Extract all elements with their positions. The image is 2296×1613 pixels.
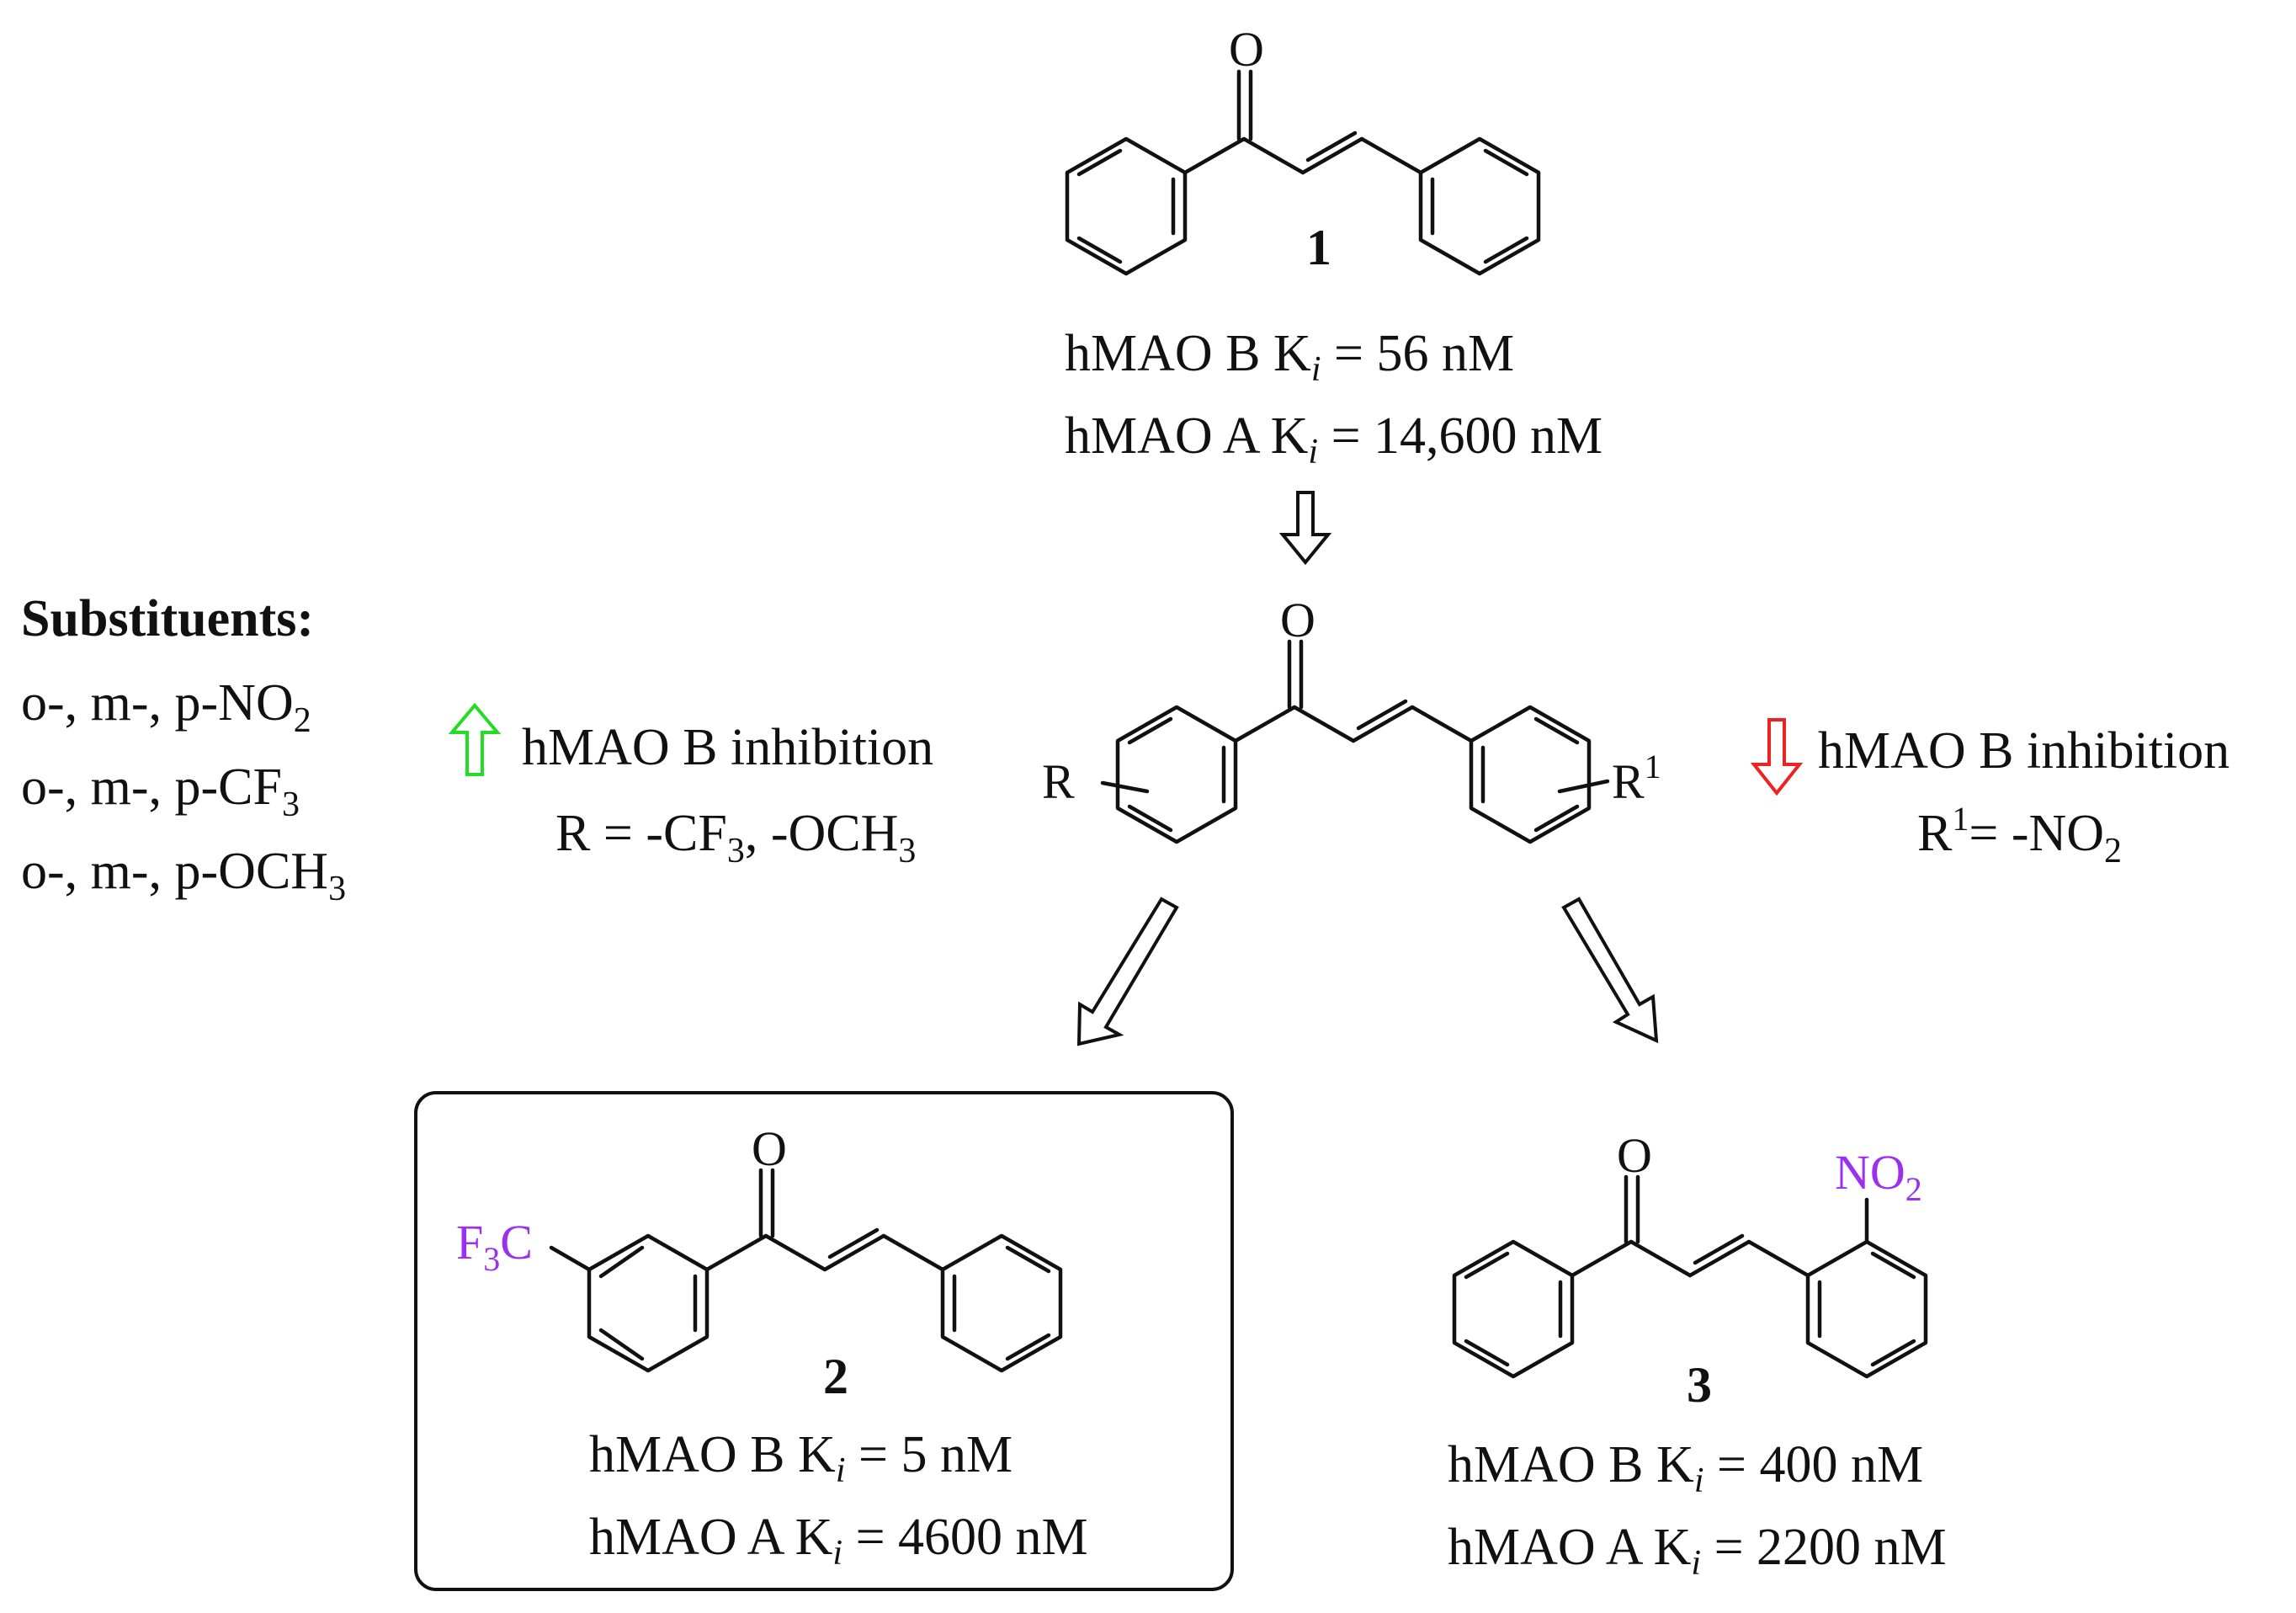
general-oxygen: O — [1280, 593, 1315, 647]
general-chalcone-structure: O — [1100, 593, 1610, 844]
compound-3-nitro: NO2 — [1835, 1145, 1922, 1208]
compound-3-structure: O — [1452, 1128, 1928, 1379]
general-ring-left — [1115, 705, 1238, 844]
compound-1-oxygen: O — [1229, 22, 1264, 77]
right-effect-title: hMAO B inhibition — [1818, 722, 2230, 780]
arrow-to-compound-3-icon — [1561, 897, 1659, 1044]
compound-1-ring-right — [1418, 136, 1541, 276]
left-effect-title: hMAO B inhibition — [522, 719, 933, 776]
r-group-label: R — [1042, 754, 1075, 809]
compound-2-trifluoromethyl: F3C — [456, 1215, 533, 1278]
substituent-row-trifluoromethyl: o-, m-, p-CF3 — [21, 759, 300, 824]
compound-2-ring-left — [587, 1233, 710, 1373]
r1-group-label: R1 — [1612, 748, 1661, 809]
down-arrow-icon — [1278, 491, 1332, 566]
compound-1-mao-b: hMAO B Ki = 56 nM — [1065, 325, 1514, 389]
compound-2-ring-right — [940, 1233, 1063, 1373]
compound-3-ring-right — [1805, 1239, 1928, 1379]
decrease-arrow-icon — [1750, 718, 1804, 796]
compound-3-mao-b: hMAO B Ki = 400 nM — [1448, 1436, 1923, 1500]
right-effect-groups: R1= -NO2 — [1917, 800, 2122, 870]
compound-1-structure: O — [1065, 22, 1541, 276]
highlight-box-compound-2 — [414, 1091, 1234, 1591]
compound-3-ring-left — [1452, 1239, 1575, 1379]
arrow-to-compound-2-icon — [1076, 897, 1179, 1046]
compound-2-structure: O — [549, 1121, 1063, 1373]
compound-3-oxygen: O — [1617, 1128, 1652, 1183]
compound-2-label: 2 — [823, 1349, 848, 1404]
substituents-heading: Substituents: — [21, 590, 314, 647]
general-ring-right — [1469, 705, 1592, 844]
compound-1-ring-left — [1065, 136, 1188, 276]
left-effect-groups: R = -CF3, -OCH3 — [555, 805, 916, 870]
compound-1-mao-a: hMAO A Ki = 14,600 nM — [1065, 407, 1602, 471]
compound-1-label: 1 — [1306, 220, 1331, 275]
compound-2-mao-a: hMAO A Ki = 4600 nM — [589, 1509, 1088, 1573]
compound-3-label: 3 — [1687, 1357, 1712, 1413]
compound-3-mao-a: hMAO A Ki = 2200 nM — [1448, 1519, 1947, 1583]
substituent-row-nitro: o-, m-, p-NO2 — [21, 674, 311, 740]
increase-arrow-icon — [448, 702, 502, 776]
substituent-row-methoxy: o-, m-, p-OCH3 — [21, 843, 346, 908]
compound-2-mao-b: hMAO B Ki = 5 nM — [589, 1426, 1012, 1490]
compound-2-oxygen: O — [752, 1121, 787, 1176]
